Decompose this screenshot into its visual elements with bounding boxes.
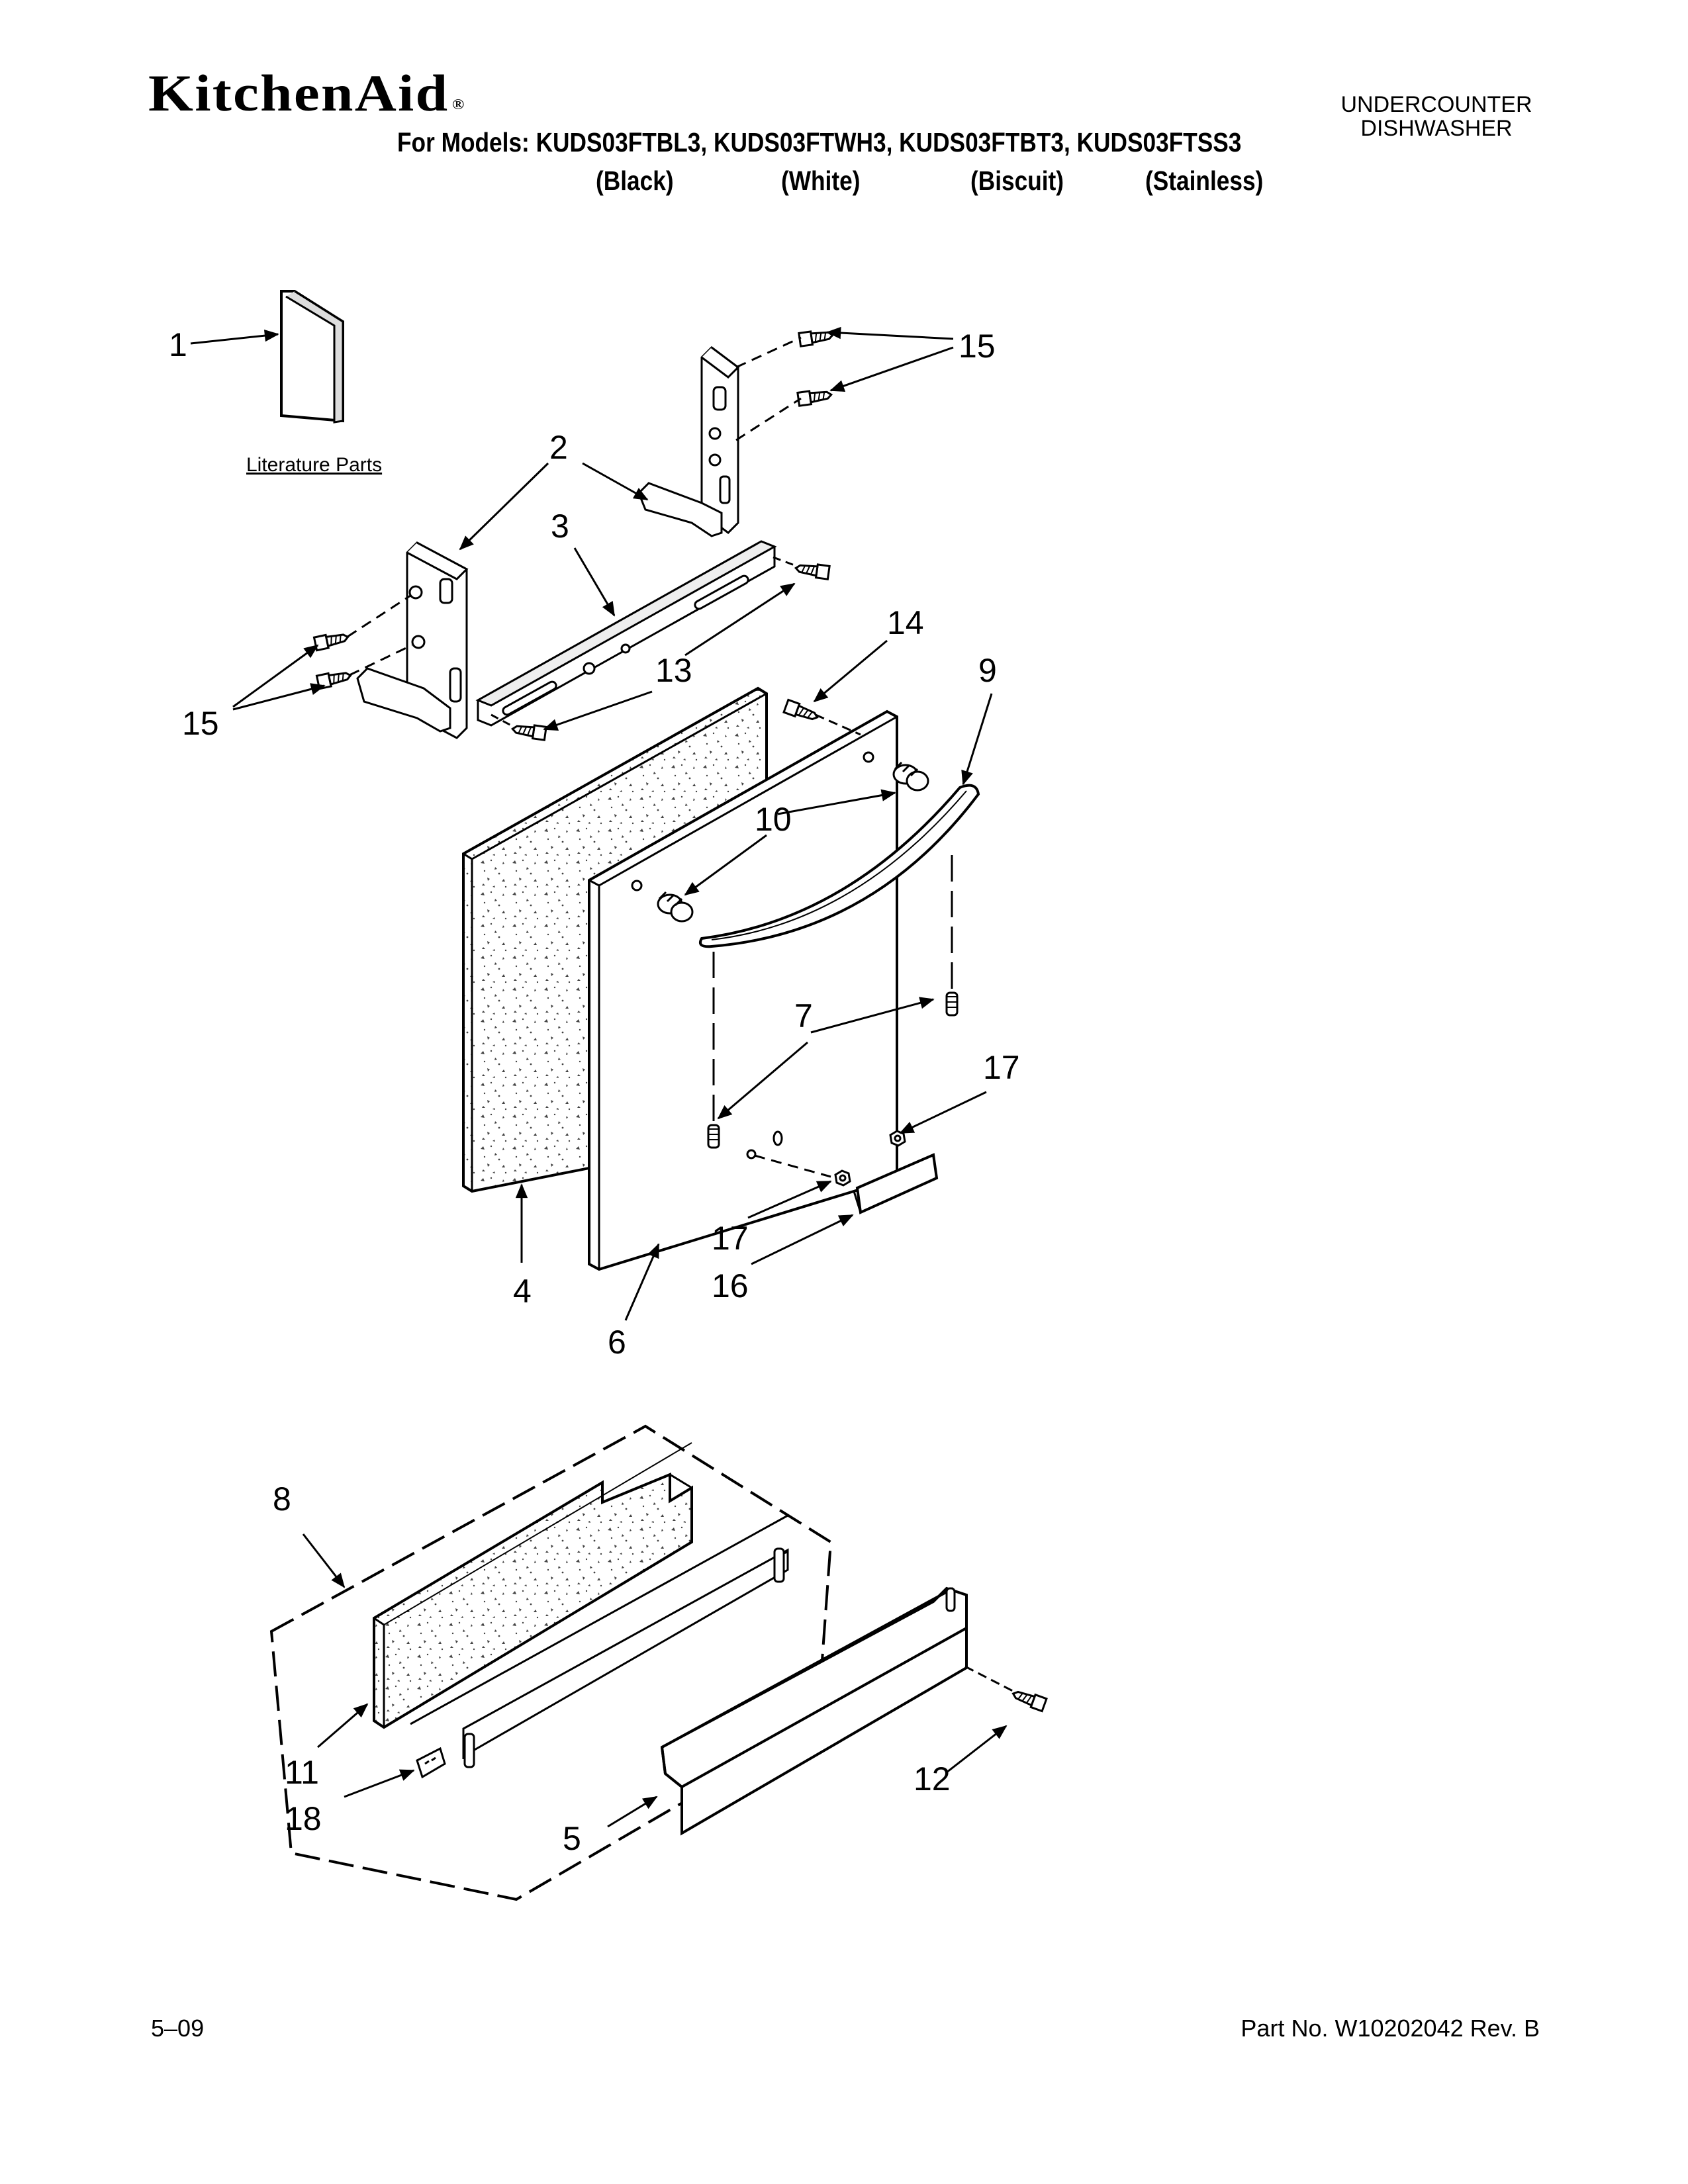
toe-panel-clip xyxy=(416,1747,446,1779)
callout-11: 11 xyxy=(285,1754,319,1791)
callout-9: 9 xyxy=(978,652,997,689)
mounting-rail xyxy=(475,540,777,727)
rail-screws xyxy=(491,556,831,741)
product-type: UNDERCOUNTER DISHWASHER xyxy=(1284,93,1589,140)
variant-white: (White) xyxy=(781,165,861,196)
left-mounting-bracket xyxy=(356,541,469,739)
variant-stainless: (Stainless) xyxy=(1145,165,1264,196)
brand-logo: KitchenAid® xyxy=(148,68,466,119)
toe-kick-screw xyxy=(964,1665,1048,1713)
callout-14: 14 xyxy=(887,604,924,641)
badge-nuts xyxy=(754,1130,906,1187)
part-number: Part No. W10202042 Rev. B xyxy=(1241,2015,1540,2042)
callout-18: 18 xyxy=(285,1800,322,1837)
callout-8: 8 xyxy=(273,1480,291,1518)
toe-panel-frame xyxy=(410,1514,789,1768)
revision-date: 5–09 xyxy=(151,2015,205,2042)
left-bracket-screws xyxy=(312,594,412,690)
callout-3: 3 xyxy=(551,508,569,545)
callout-12: 12 xyxy=(914,1760,951,1797)
handle-standoffs xyxy=(657,761,929,923)
toe-panel-insulation xyxy=(373,1442,693,1729)
callout-leader-lines xyxy=(190,326,1008,1828)
models-line: For Models: KUDS03FTBL3, KUDS03FTWH3, KU… xyxy=(397,127,1242,158)
registered-mark: ® xyxy=(451,96,466,113)
door-screw xyxy=(782,698,861,736)
callout-13: 13 xyxy=(655,652,692,689)
callout-2: 2 xyxy=(549,429,568,466)
right-mounting-bracket xyxy=(637,346,740,537)
toe-panel-kit-outline xyxy=(269,1424,833,1901)
callout-17-lower: 17 xyxy=(712,1220,749,1257)
literature-parts-booklet xyxy=(280,290,344,424)
callout-5: 5 xyxy=(563,1820,581,1857)
product-type-line2: DISHWASHER xyxy=(1360,116,1513,141)
variant-biscuit: (Biscuit) xyxy=(970,165,1064,196)
callout-17-upper: 17 xyxy=(983,1049,1020,1086)
product-type-line1: UNDERCOUNTER xyxy=(1340,92,1532,117)
door-handle xyxy=(698,784,980,948)
brand-name: KitchenAid xyxy=(148,64,449,122)
callout-15-upper: 15 xyxy=(959,328,996,365)
literature-parts-label: Literature Parts xyxy=(246,454,382,476)
callout-6: 6 xyxy=(608,1324,626,1361)
callout-4: 4 xyxy=(513,1273,532,1310)
callout-1: 1 xyxy=(169,326,187,363)
handle-mounting-studs xyxy=(707,855,959,1149)
callout-7: 7 xyxy=(794,997,813,1034)
callout-10: 10 xyxy=(755,801,792,838)
callout-15-lower: 15 xyxy=(182,705,219,742)
logo-badge xyxy=(853,1153,939,1214)
right-bracket-screws xyxy=(735,327,835,441)
variant-black: (Black) xyxy=(596,165,674,196)
callout-16: 16 xyxy=(712,1267,749,1304)
